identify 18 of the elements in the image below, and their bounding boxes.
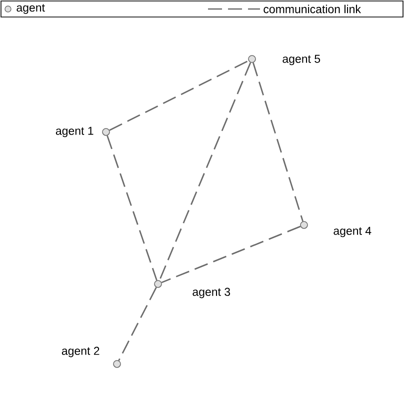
agent-dot <box>300 221 308 229</box>
communication-link <box>109 60 249 131</box>
communication-link <box>252 62 304 222</box>
legend-label: communication link <box>264 4 361 14</box>
agent-label: agent 2 <box>62 346 100 358</box>
agent-dot <box>248 55 256 63</box>
legend-label: agent <box>16 4 45 14</box>
communication-link <box>118 287 157 361</box>
agent-label: agent 3 <box>192 288 230 298</box>
agent-label: agent 1 <box>56 126 94 138</box>
agent-dot <box>102 128 110 136</box>
communication-link <box>161 226 301 284</box>
agent-dot <box>154 280 162 288</box>
communication-link <box>106 135 158 281</box>
communication-link <box>158 62 252 281</box>
agent-label: agent 4 <box>334 226 372 238</box>
agent-label: agent 5 <box>282 54 320 66</box>
agent-dot <box>113 360 121 368</box>
